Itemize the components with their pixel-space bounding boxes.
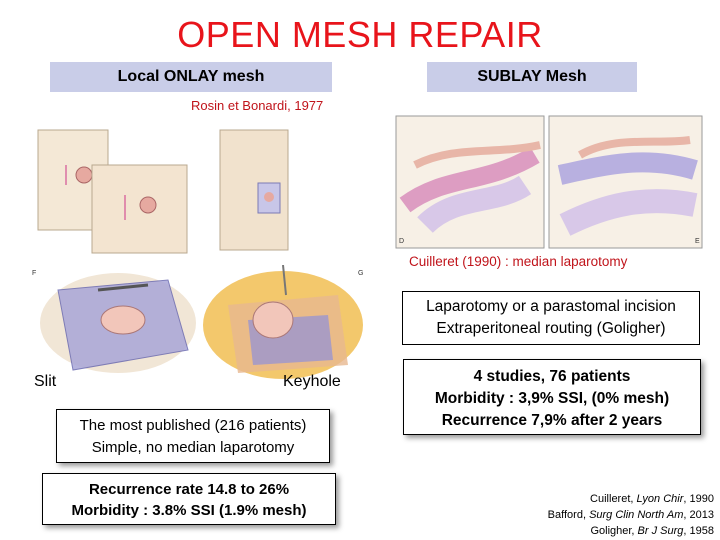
- citation: Cuilleret, Lyon Chir, 1990: [590, 493, 714, 505]
- onlay-stoma-illustration: [37, 129, 289, 254]
- citations: Cuilleret, Lyon Chir, 1990 Bafford, Surg…: [454, 491, 714, 539]
- figure-letter: E: [695, 238, 700, 245]
- sublay-reference: Cuilleret (1990) : median laparotomy: [409, 254, 628, 269]
- slit-label: Slit: [34, 373, 57, 390]
- onlay-reference: Rosin et Bonardi, 1977: [191, 98, 324, 113]
- figure-letter: F: [32, 270, 36, 277]
- sublay-description-box: Laparotomy or a parastomal incision Extr…: [402, 291, 700, 345]
- onlay-header: Local ONLAY mesh: [50, 62, 332, 92]
- sublay-stat-line: Morbidity : 3,9% SSI, (0% mesh): [434, 390, 670, 407]
- onlay-description-box: The most published (216 patients) Simple…: [56, 409, 330, 463]
- sublay-description-line: Laparotomy or a parastomal incision: [426, 298, 676, 315]
- onlay-result-line: Recurrence rate 14.8 to 26%: [88, 481, 290, 498]
- figure-letter: G: [358, 270, 363, 277]
- mesh-slit-keyhole-illustration: F G: [32, 265, 363, 379]
- keyhole-label: Keyhole: [283, 373, 341, 390]
- sublay-stats-box: 4 studies, 76 patients Morbidity : 3,9% …: [403, 359, 701, 435]
- onlay-results-box: Recurrence rate 14.8 to 26% Morbidity : …: [42, 473, 336, 525]
- sublay-stat-line: 4 studies, 76 patients: [473, 368, 631, 385]
- sublay-stat-line: Recurrence 7,9% after 2 years: [441, 412, 663, 429]
- figure-letter: D: [399, 238, 404, 245]
- onlay-result-line: Morbidity : 3.8% SSI (1.9% mesh): [71, 502, 307, 519]
- slide-title: OPEN MESH REPAIR: [177, 14, 543, 55]
- sublay-illustration: D E: [395, 115, 703, 249]
- citation: Goligher, Br J Surg, 1958: [590, 525, 714, 537]
- sublay-header: SUBLAY Mesh: [427, 62, 637, 92]
- onlay-description-line: The most published (216 patients): [79, 417, 307, 434]
- sublay-description-line: Extraperitoneal routing (Goligher): [436, 320, 666, 337]
- citation: Bafford, Surg Clin North Am, 2013: [547, 509, 714, 521]
- onlay-description-line: Simple, no median laparotomy: [91, 439, 295, 456]
